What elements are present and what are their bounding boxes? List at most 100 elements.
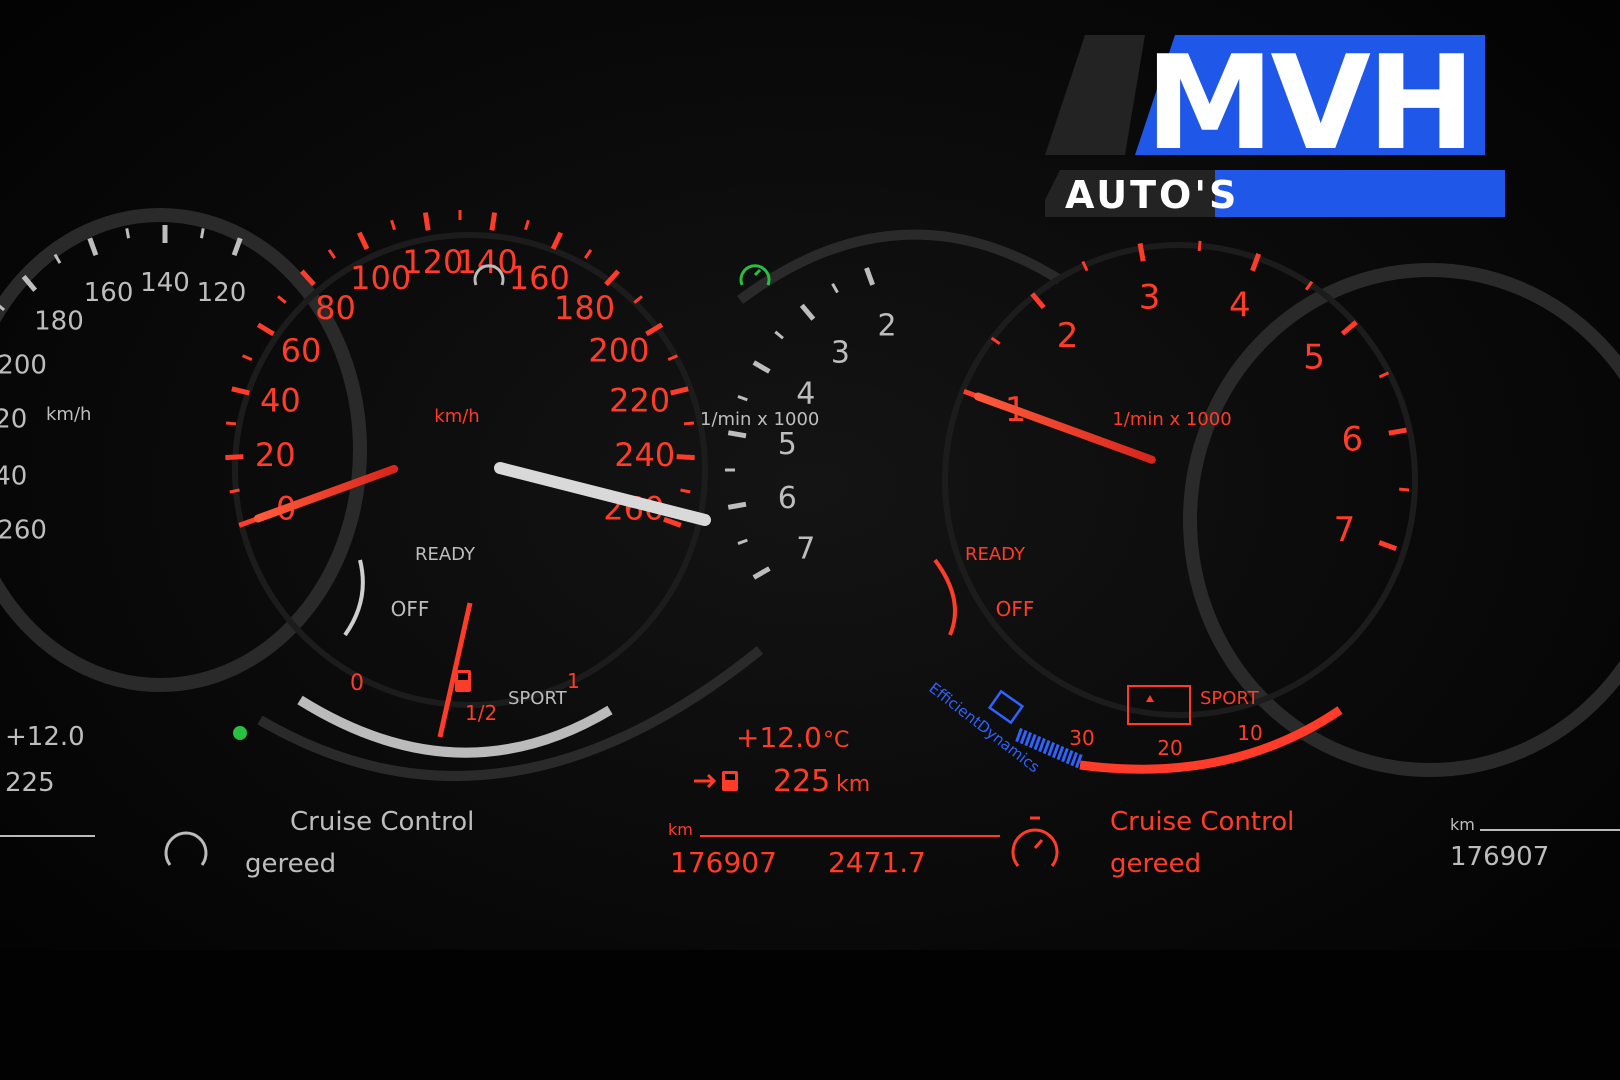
speed-ready-label: READY	[415, 544, 476, 565]
speed-tick	[663, 516, 682, 528]
speed-tick	[584, 248, 593, 259]
ghost-speed-ticks	[0, 225, 243, 312]
tach-tick	[1340, 320, 1358, 336]
tach-unit: 1/min x 1000	[1112, 409, 1231, 430]
efficiency-red-arc	[1079, 706, 1343, 774]
ghost-speed-label: 180	[34, 307, 84, 337]
sport-mode-icon	[1127, 685, 1191, 725]
ghost-needle-reflection	[494, 462, 711, 526]
ghost-speed-label: 260	[0, 516, 47, 546]
ghost-speed-tick	[199, 228, 205, 239]
fuel-needle	[437, 602, 473, 738]
speed-tick	[489, 212, 498, 231]
speed-tick	[229, 488, 240, 494]
ghost-tach-label: 3	[831, 335, 850, 370]
ghost-tach-tick	[864, 267, 875, 286]
battery-icon	[987, 689, 1025, 725]
tachometer: 1234567 1/min x 1000 READY OFF	[933, 240, 1410, 636]
speed-label: 100	[350, 259, 411, 297]
trip-value: 2471.7	[828, 846, 926, 879]
efficiency-segment	[1029, 734, 1037, 749]
tach-needle	[973, 392, 1156, 464]
fuel-gauge: 0 1/2 1 SPORT	[297, 602, 613, 758]
tach-label: 7	[1334, 510, 1356, 550]
tach-label: 6	[1342, 420, 1364, 460]
dashboard-lower-trim	[0, 950, 1620, 1080]
fuel-tick-empty: 0	[350, 671, 364, 696]
ghost-reflection-rims	[0, 208, 1620, 781]
speed-label: 160	[509, 259, 570, 297]
efficiency-segment	[1047, 741, 1056, 757]
ghost-tach-tick	[727, 430, 747, 439]
ghost-speed-label: 240	[0, 462, 27, 492]
logo-block-blue	[1135, 35, 1485, 155]
ghost-speed-tick	[87, 237, 99, 257]
efficiency-segment	[1075, 754, 1083, 769]
cruise-indicator-icon-green	[739, 264, 771, 286]
ghost-speed-tick	[21, 274, 38, 292]
speed-tick	[676, 454, 695, 461]
ghost-speed-label: 120	[197, 278, 247, 308]
ghost-tach-tick	[737, 395, 748, 402]
ghost-tach-tick	[752, 360, 771, 374]
efficiency-blue-bar	[1015, 728, 1083, 769]
speed-tick	[604, 269, 621, 287]
ghost-efficient-indicator-icon	[233, 726, 247, 740]
message-line-1: Cruise Control	[1110, 807, 1294, 837]
gauge-rims	[232, 232, 1418, 718]
ghost-tach-ticks	[725, 267, 875, 580]
speed-off-label: OFF	[391, 597, 430, 621]
ghost-tach-tick	[799, 303, 816, 321]
speed-label: 180	[554, 289, 615, 327]
efficiency-segment	[1038, 738, 1046, 753]
efficiency-segment	[1033, 736, 1042, 751]
ghost-tach-label: 5	[778, 427, 797, 462]
efficiency-segment	[1061, 748, 1069, 763]
speed-tick	[670, 386, 689, 396]
efficiency-segment	[1052, 744, 1060, 759]
speed-ticks	[225, 210, 695, 528]
speed-ready-arc	[343, 559, 365, 637]
ghost-message-line-1: Cruise Control	[290, 807, 474, 837]
ghost-range: 225	[5, 768, 55, 798]
efficiency-segment	[1015, 728, 1023, 743]
efficiency-tick-20: 20	[1157, 736, 1182, 760]
tach-tick	[1030, 292, 1046, 310]
tach-label: 2	[1057, 316, 1079, 356]
efficiency-segment	[1056, 746, 1065, 761]
ghost-tach-label: 6	[778, 481, 797, 516]
logo-initials: MVH	[1145, 30, 1472, 179]
speed-tick	[422, 212, 431, 231]
ghost-speed-unit: km/h	[46, 404, 91, 425]
odometer-unit: km	[668, 820, 693, 839]
range-fuel-icon	[694, 771, 738, 791]
indicator-lights	[233, 264, 771, 740]
speed-label: 140	[457, 243, 518, 281]
tach-labels: 1234567	[1005, 278, 1363, 550]
tach-tick	[1137, 243, 1146, 262]
tach-tick	[1388, 427, 1407, 436]
speed-tick	[667, 354, 678, 361]
efficiency-segment	[1070, 751, 1079, 767]
speed-tick	[327, 248, 336, 259]
tach-ready-arc	[933, 558, 957, 636]
ghost-speed-tick	[0, 304, 6, 312]
tach-label: 3	[1139, 278, 1161, 318]
speed-tick	[356, 231, 370, 251]
speed-tick	[242, 354, 253, 361]
ghost-speed-tick	[125, 228, 131, 239]
tach-tick	[1304, 280, 1314, 291]
fuel-tick-full: 1	[567, 669, 580, 693]
speed-tick	[390, 219, 396, 231]
fuel-tick-half: 1/2	[465, 701, 497, 725]
speed-tick	[633, 295, 643, 304]
ghost-tach-label: 7	[796, 532, 815, 567]
speed-label: 220	[609, 382, 670, 420]
range-value: 225	[773, 764, 830, 799]
